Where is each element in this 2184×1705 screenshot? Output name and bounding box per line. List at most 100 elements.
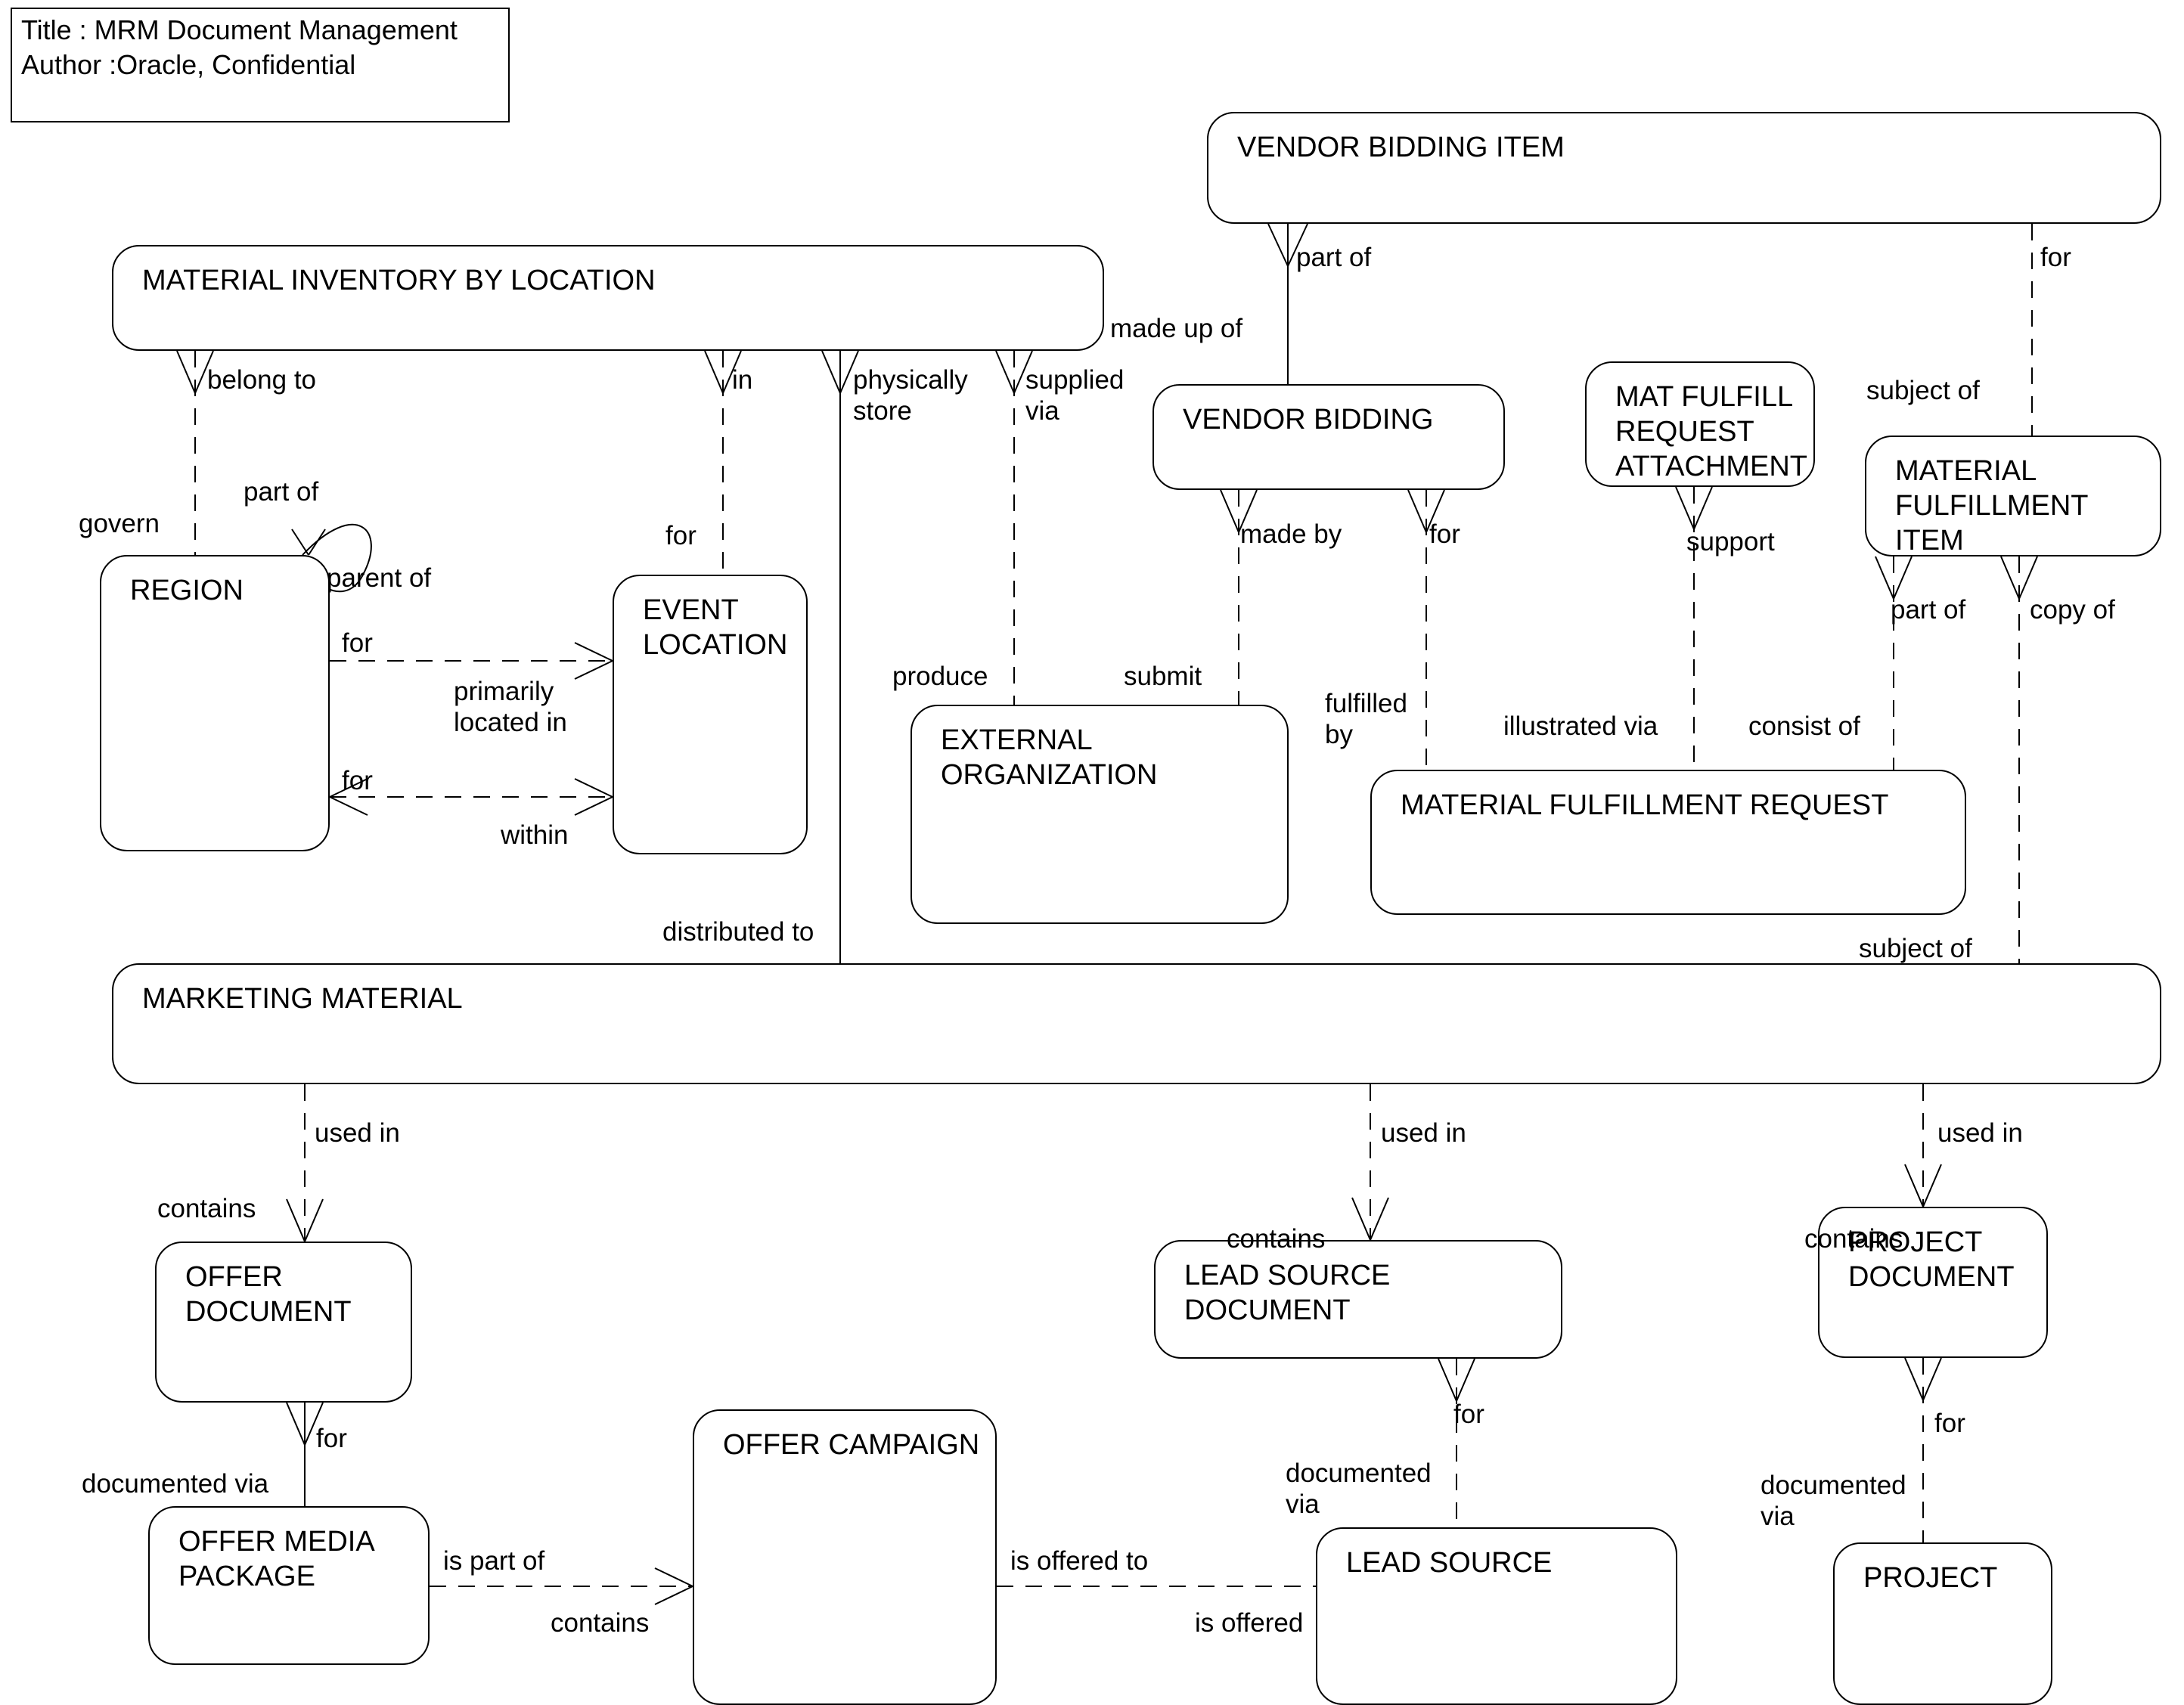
entity-label: OFFER DOCUMENT (185, 1261, 352, 1328)
rel-is-offered-to: is offered to (1010, 1546, 1149, 1576)
title-block: Title : MRM Document Management Author :… (11, 8, 510, 122)
rel-belong-to: belong to (207, 365, 317, 395)
entity-external-organization[interactable]: EXTERNAL ORGANIZATION (911, 705, 1289, 924)
rel-documented-proj: documented via (1761, 1471, 1906, 1531)
diagram-title: Title : MRM Document Management (21, 14, 458, 45)
link-mfi-mfr (1875, 556, 1913, 770)
rel-distributed-to: distributed to (662, 917, 814, 947)
rel-made-up-of: made up of (1110, 314, 1243, 343)
rel-illustrated-via: illustrated via (1503, 711, 1658, 741)
entity-material-inventory-by-location[interactable]: MATERIAL INVENTORY BY LOCATION (112, 245, 1104, 351)
entity-offer-media-package[interactable]: OFFER MEDIA PACKAGE (148, 1506, 430, 1665)
rel-for-primarily: for (342, 628, 373, 658)
rel-support: support (1686, 527, 1775, 556)
entity-project-document[interactable]: PROJECT DOCUMENT (1818, 1207, 2048, 1358)
entity-label: OFFER MEDIA PACKAGE (178, 1526, 375, 1592)
rel-part-of-vbi: part of (1296, 243, 1372, 272)
rel-contains-omp: contains (551, 1608, 650, 1638)
link-mibl-marketingmaterial (821, 350, 859, 963)
rel-for-vb: for (1429, 519, 1460, 549)
rel-documented-offer: documented via (82, 1469, 269, 1499)
rel-subject-of-mfi: subject of (1866, 376, 1980, 405)
rel-is-offered: is offered (1195, 1608, 1304, 1638)
rel-for-within: for (342, 766, 373, 795)
link-mm-projectdocument (1904, 1084, 1942, 1207)
link-offerdocument-offermediapackage (286, 1402, 324, 1506)
entity-vendor-bidding[interactable]: VENDOR BIDDING (1152, 384, 1505, 490)
rel-made-by: made by (1240, 519, 1342, 549)
link-mibl-region (176, 350, 214, 555)
entity-label: VENDOR BIDDING ITEM (1237, 132, 1565, 163)
link-mfi-marketingmaterial (2000, 556, 2038, 963)
rel-part-of-mfi: part of (1891, 595, 1966, 625)
entity-label: VENDOR BIDDING (1183, 404, 1434, 436)
link-mibl-eventlocation (704, 350, 742, 575)
rel-is-part-of: is part of (443, 1546, 545, 1576)
rel-govern: govern (79, 509, 160, 538)
entity-vendor-bidding-item[interactable]: VENDOR BIDDING ITEM (1207, 112, 2161, 224)
rel-subject-of-mm: subject of (1859, 934, 1972, 963)
entity-label: LEAD SOURCE DOCUMENT (1184, 1260, 1391, 1326)
link-offermediapackage-offercampaign (430, 1567, 693, 1605)
entity-offer-document[interactable]: OFFER DOCUMENT (155, 1242, 412, 1403)
link-mibl-externalorg (995, 350, 1033, 705)
rel-in: in (732, 365, 753, 395)
entity-lead-source-document[interactable]: LEAD SOURCE DOCUMENT (1154, 1240, 1562, 1359)
rel-primarily-loc: primarily located in (454, 677, 567, 737)
link-mm-offerdocument (286, 1084, 324, 1242)
link-mfra-mfr (1675, 486, 1713, 770)
rel-used-in-project: used in (1937, 1118, 2023, 1148)
entity-marketing-material[interactable]: MARKETING MATERIAL (112, 963, 2161, 1084)
link-mm-leadsourcedocument (1351, 1084, 1389, 1241)
rel-produce: produce (892, 662, 988, 691)
entity-label: MATERIAL INVENTORY BY LOCATION (142, 265, 656, 296)
rel-submit: submit (1124, 662, 1202, 691)
entity-label: MAT FULFILL REQUEST ATTACHMENT (1615, 381, 1808, 482)
entity-label: MARKETING MATERIAL (142, 983, 463, 1015)
entity-region[interactable]: REGION (100, 555, 330, 851)
rel-for-project-doc: for (1934, 1409, 1965, 1438)
rel-physically-store: physically store (853, 365, 968, 426)
entity-lead-source[interactable]: LEAD SOURCE (1316, 1527, 1677, 1705)
rel-supplied-via: supplied via (1025, 365, 1125, 426)
entity-offer-campaign[interactable]: OFFER CAMPAIGN (693, 1409, 997, 1705)
entity-label: MATERIAL FULFILLMENT REQUEST (1401, 789, 1889, 821)
rel-for-offer-doc: for (316, 1424, 347, 1453)
rel-part-of-region: part of (244, 477, 319, 507)
rel-contains-lead: contains (1227, 1224, 1326, 1254)
link-vb-mfr (1407, 489, 1445, 770)
entity-label: REGION (130, 575, 244, 606)
entity-material-fulfillment-item[interactable]: MATERIAL FULFILLMENT ITEM (1865, 436, 2161, 556)
entity-label: EVENT LOCATION (643, 594, 788, 661)
entity-mat-fulfill-request-attachment[interactable]: MAT FULFILL REQUEST ATTACHMENT (1585, 361, 1815, 487)
rel-used-in-offer: used in (315, 1118, 400, 1148)
entity-material-fulfillment-request[interactable]: MATERIAL FULFILLMENT REQUEST (1370, 770, 1966, 915)
link-projectdocument-project (1904, 1357, 1942, 1542)
link-region-eventlocation-primarily (330, 642, 613, 680)
rel-contains-offer: contains (157, 1194, 256, 1223)
rel-parent-of: parent of (327, 563, 432, 593)
diagram-author: Author :Oracle, Confidential (21, 49, 356, 80)
link-vb-externalorg (1220, 489, 1258, 705)
rel-fulfilled-by: fulfilled by (1325, 689, 1407, 749)
link-leadsourcedocument-leadsource (1438, 1358, 1475, 1527)
entity-label: MATERIAL FULFILLMENT ITEM (1895, 455, 2088, 556)
link-region-eventlocation-within (329, 778, 613, 816)
entity-label: EXTERNAL ORGANIZATION (941, 724, 1158, 791)
rel-consist-of: consist of (1748, 711, 1860, 741)
entity-label: LEAD SOURCE (1346, 1547, 1553, 1579)
rel-for-vbi: for (2040, 243, 2071, 272)
entity-event-location[interactable]: EVENT LOCATION (613, 575, 808, 854)
rel-for-lead-doc: for (1453, 1400, 1484, 1429)
rel-used-in-lead: used in (1381, 1118, 1466, 1148)
entity-project[interactable]: PROJECT (1833, 1542, 2052, 1705)
rel-contains-project: contains (1804, 1224, 1903, 1254)
rel-copy-of: copy of (2030, 595, 2115, 625)
rel-within: within (501, 820, 569, 850)
link-vbi-vb (1267, 223, 1308, 384)
rel-documented-lead: documented via (1286, 1459, 1432, 1519)
rel-for-event-top: for (665, 521, 696, 550)
entity-label: OFFER CAMPAIGN (723, 1429, 980, 1461)
